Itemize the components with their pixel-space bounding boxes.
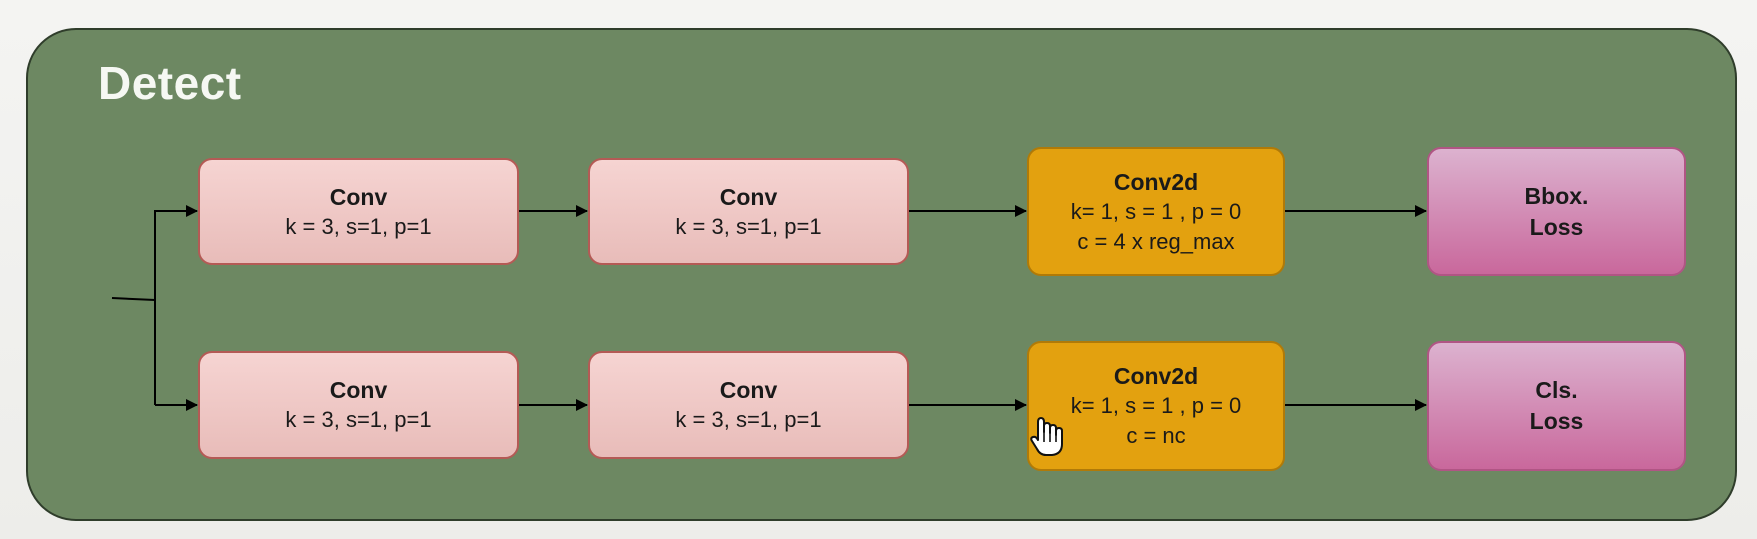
hand-cursor-icon	[1030, 417, 1063, 456]
block-params: k = 3, s=1, p=1	[675, 407, 822, 432]
block-title: Conv	[719, 183, 778, 210]
loss-label-line1: Cls.	[1535, 377, 1578, 403]
conv-block-top-2: Conv k = 3, s=1, p=1	[588, 158, 909, 265]
block-params: k= 1, s = 1 , p = 0	[1070, 393, 1242, 418]
conv-block-bottom-1: Conv k = 3, s=1, p=1	[198, 351, 519, 459]
loss-label-line2: Loss	[1529, 408, 1584, 434]
loss-label-line2: Loss	[1529, 213, 1584, 240]
block-channels: c = 4 x reg_max	[1077, 228, 1235, 254]
panel-title: Detect	[98, 57, 242, 109]
conv2d-block-top: Conv2d k= 1, s = 1 , p = 0 c = 4 x reg_m…	[1027, 147, 1285, 276]
conv-block-bottom-2: Conv k = 3, s=1, p=1	[588, 351, 909, 459]
loss-label-line1: Bbox.	[1524, 182, 1589, 209]
block-params: k= 1, s = 1 , p = 0	[1070, 198, 1242, 224]
block-params: k = 3, s=1, p=1	[285, 407, 432, 432]
block-title: Conv	[719, 377, 778, 403]
bbox-loss-block: Bbox. Loss	[1427, 147, 1686, 276]
block-title: Conv2d	[1113, 363, 1199, 389]
block-title: Conv2d	[1113, 168, 1199, 195]
input-wire	[111, 297, 156, 301]
block-title: Conv	[329, 183, 388, 210]
block-params: k = 3, s=1, p=1	[285, 213, 432, 239]
conv2d-block-bottom: Conv2d k= 1, s = 1 , p = 0 c = nc	[1027, 341, 1285, 471]
block-params: k = 3, s=1, p=1	[675, 213, 822, 239]
block-channels: c = nc	[1126, 423, 1186, 448]
cls-loss-block: Cls. Loss	[1427, 341, 1686, 471]
conv-block-top-1: Conv k = 3, s=1, p=1	[198, 158, 519, 265]
block-title: Conv	[329, 377, 388, 403]
